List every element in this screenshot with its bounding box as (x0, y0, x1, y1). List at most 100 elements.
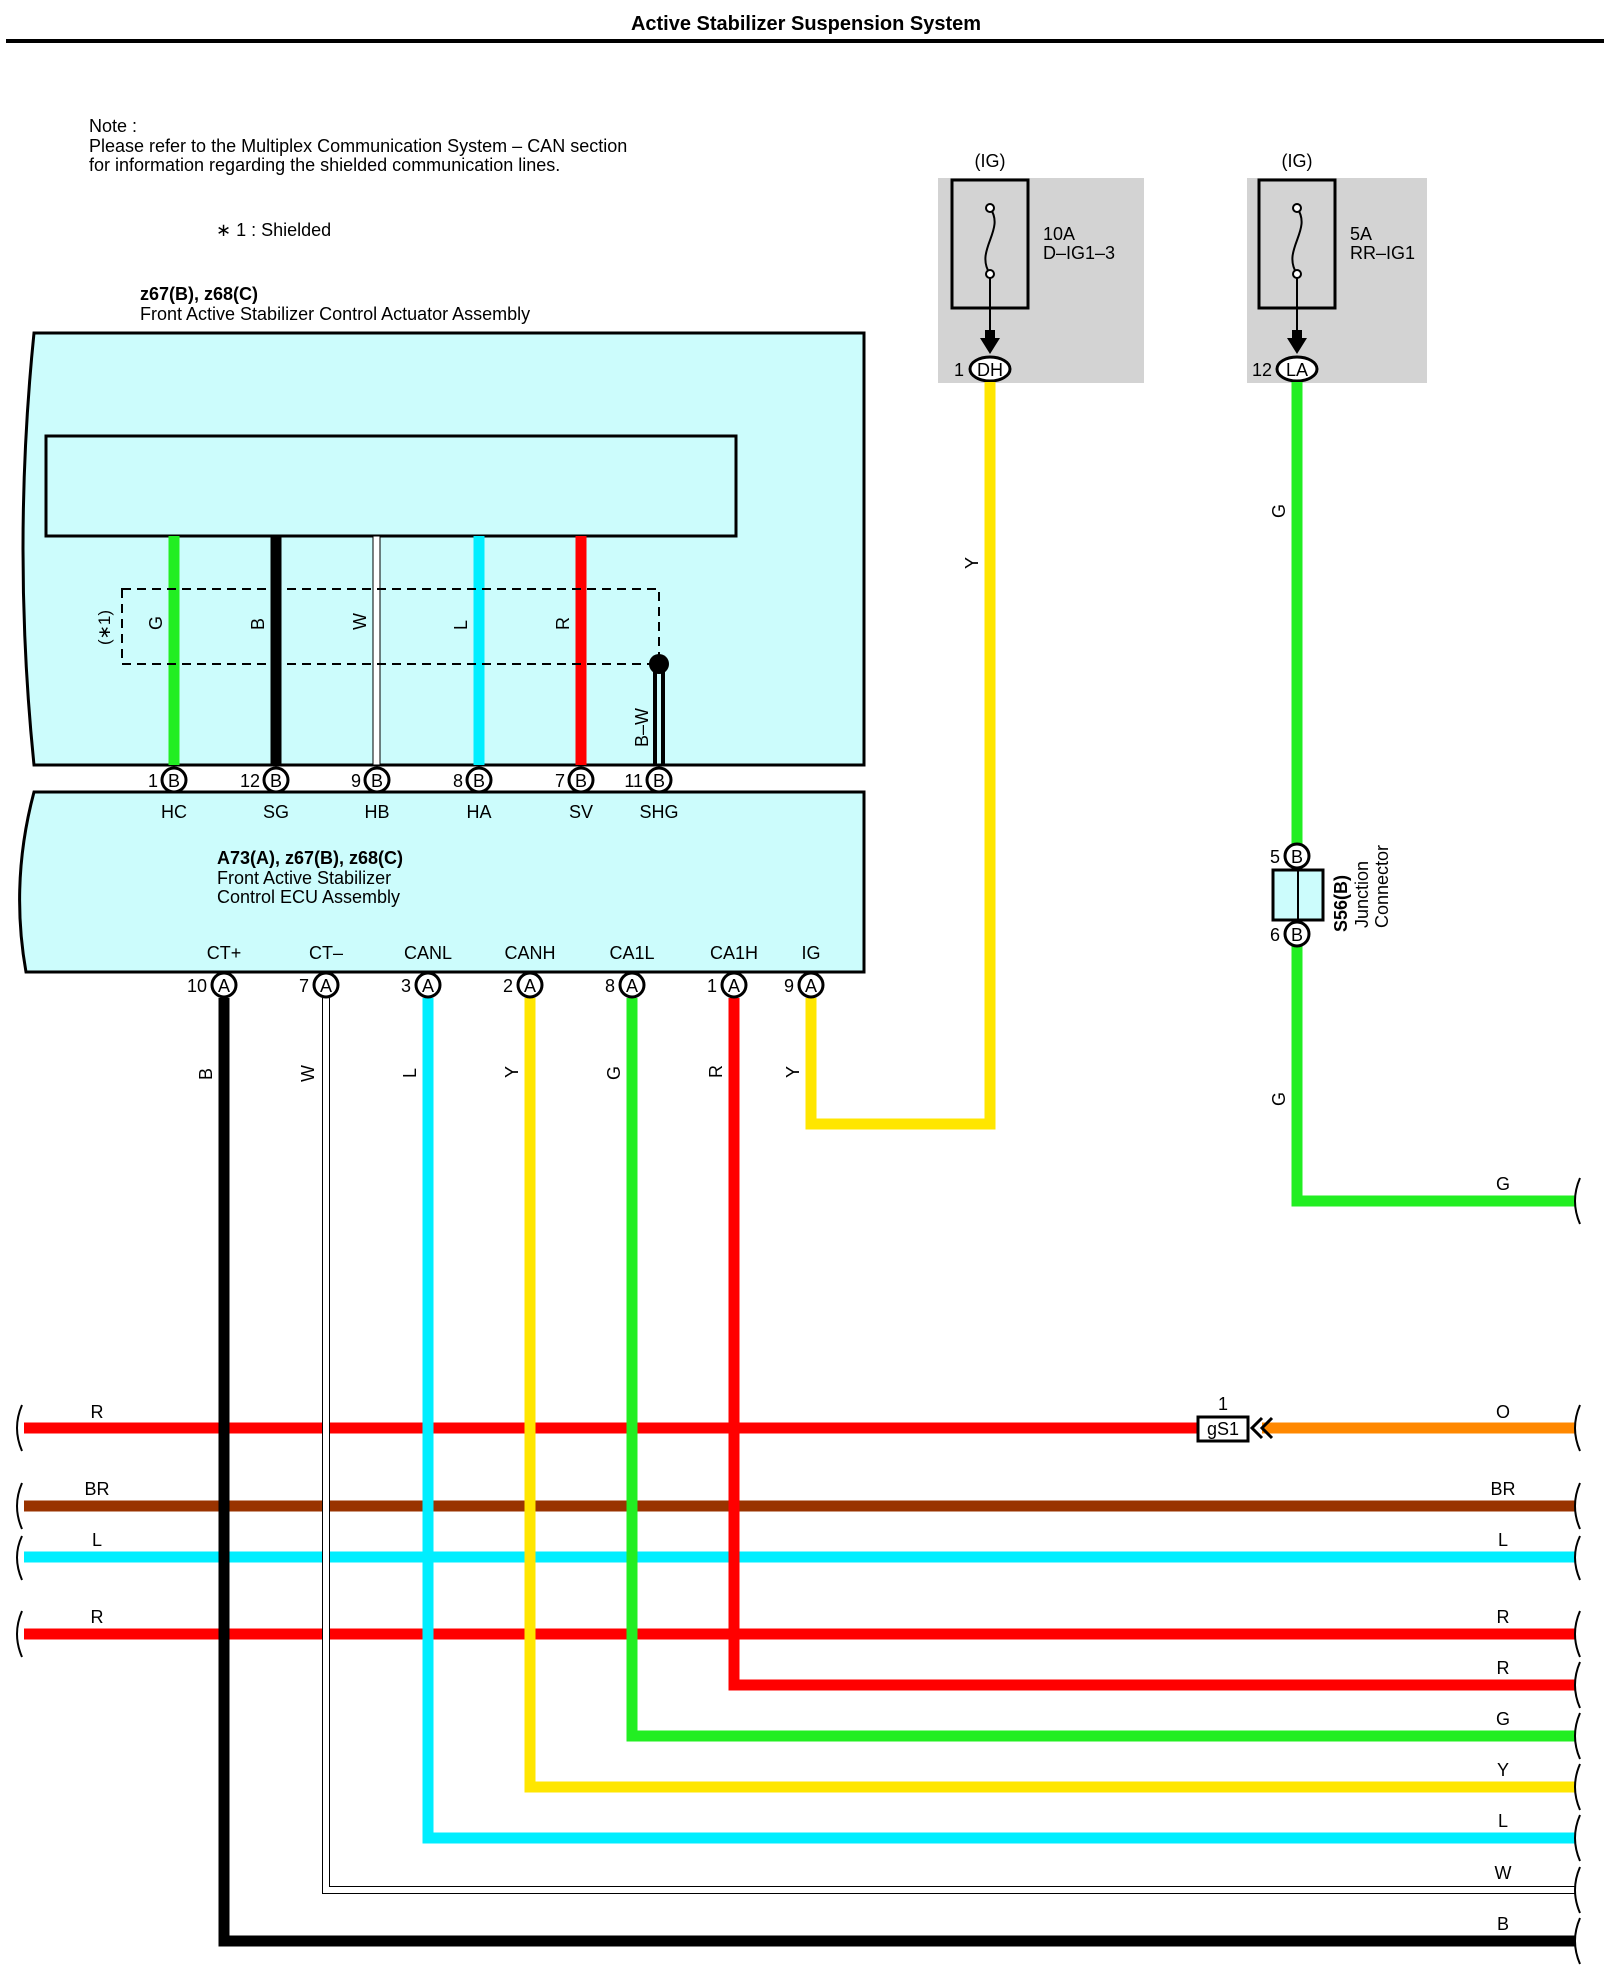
note-line-1: Please refer to the Multiplex Communicat… (89, 136, 627, 156)
ecu-connector-pins: A 10 A 7 A 3 A 2 A 8 A 1 A (187, 971, 825, 999)
wire-label-hc: G (146, 616, 166, 630)
ecu-signal-ig: IG (801, 943, 820, 963)
wire-ctm-w-outer (322, 998, 1576, 1894)
ecu-code: A73(A), z67(B), z68(C) (217, 848, 403, 868)
wire-label-sv: R (553, 617, 573, 630)
bus-lines: R O BR BR L L R R (16, 1402, 1581, 1658)
wire-label-shg: B–W (632, 708, 652, 747)
ecu-pin-ctp-number: 10 (187, 976, 207, 996)
junction-name-1: Junction (1352, 861, 1372, 928)
pin-hc-conn: B (168, 771, 180, 791)
ecu-pin-canh: A 2 (503, 971, 544, 999)
pin-hb-conn: B (371, 771, 383, 791)
bus-label-left-2: BR (84, 1479, 109, 1499)
wire-label-fuse1: Y (962, 557, 982, 569)
wire-ca1h-r (728, 998, 1576, 1691)
fuse-2-rating: 5A (1350, 224, 1372, 244)
pin-hc-number: 1 (148, 771, 158, 791)
ecu-wire-label-ctm: W (298, 1065, 318, 1082)
junction-pin-out: 6 (1270, 925, 1280, 945)
fuse-1-supply: (IG) (975, 151, 1006, 171)
fuse-1-name: D–IG1–3 (1043, 243, 1115, 263)
junction-code: S56(B) (1331, 875, 1351, 932)
ecu-wire-label-ig: Y (783, 1066, 803, 1078)
ecu-wire-label-ca1h: R (706, 1065, 726, 1078)
ecu-signal-canh: CANH (504, 943, 555, 963)
pin-shg: B 11 SHG (624, 766, 679, 822)
ecu-wire-label-canl: L (400, 1068, 420, 1078)
fuse-d-ig1-3: (IG) 10A D–IG1–3 DH 1 (938, 151, 1144, 383)
ecu-signal-canl: CANL (404, 943, 452, 963)
pin-shg-signal: SHG (639, 802, 678, 822)
fuse-1-connector (968, 355, 1012, 383)
ecu-signal-ca1h: CA1H (710, 943, 758, 963)
ecu-pin-ca1l: A 8 (605, 971, 646, 999)
ecu-pin-ctm-number: 7 (299, 976, 309, 996)
wire-hb-w (372, 535, 381, 766)
junction-pin-in: 5 (1270, 847, 1280, 867)
bus-label-right-1: O (1496, 1402, 1510, 1422)
output-label-w: W (1495, 1863, 1512, 1883)
ecu-pin-ctp-conn: A (218, 976, 230, 996)
ecu-pin-ca1l-number: 8 (605, 976, 615, 996)
wire-ca1l-g (626, 998, 1576, 1742)
ecu-pin-ca1l-conn: A (626, 976, 638, 996)
ecu-wire-label-ca1l: G (604, 1066, 624, 1080)
gs1-pin: 1 (1218, 1394, 1228, 1414)
actuator-box (21, 331, 866, 767)
ecu-pin-ig-conn: A (805, 976, 817, 996)
ecu-pin-ca1h-conn: A (728, 976, 740, 996)
bus-label-left-1: R (91, 1402, 104, 1422)
ecu-wire-label-canh: Y (502, 1066, 522, 1078)
pin-ha-number: 8 (453, 771, 463, 791)
ecu-signal-ctp: CT+ (207, 943, 242, 963)
pin-sg-signal: SG (263, 802, 289, 822)
fuse-2-name: RR–IG1 (1350, 243, 1415, 263)
wire-end-junction-g (1574, 1177, 1581, 1225)
bus-label-left-3: L (92, 1530, 102, 1550)
ecu-pin-ca1h: A 1 (707, 971, 748, 999)
fuse-1-rating: 10A (1043, 224, 1075, 244)
output-label-b: B (1497, 1914, 1509, 1934)
wire-ctp-b (218, 998, 1576, 1947)
output-wire-ends (1574, 1661, 1581, 1965)
output-label-r: R (1497, 1658, 1510, 1678)
fuse-2-element (1291, 207, 1303, 275)
junction-conn-out: B (1291, 925, 1303, 945)
ecu-pin-canl-number: 3 (401, 976, 411, 996)
shield-box (121, 588, 660, 665)
wire-canh-y (524, 998, 1576, 1793)
wire-ctm-w-inner (323, 998, 1576, 1893)
ecu-name-line-1: Front Active Stabilizer (217, 868, 391, 888)
actuator-inner-box (44, 434, 738, 538)
page-title: Active Stabilizer Suspension System (631, 13, 981, 35)
wire-label-junction-out: G (1269, 1092, 1289, 1106)
junction-connector: B 5 B 6 S56(B) Junction Connector (1270, 842, 1392, 948)
pin-hb: B 9 HB (351, 766, 391, 822)
bus-label-right-4: R (1497, 1607, 1510, 1627)
shield-legend: ∗ 1 : Shielded (216, 220, 331, 240)
pin-ha-conn: B (473, 771, 485, 791)
fuse-2-connector (1275, 355, 1319, 383)
wire-label-fuse2: G (1269, 504, 1289, 518)
wire-ig-y (805, 382, 996, 1130)
ecu-pin-ca1h-number: 1 (707, 976, 717, 996)
fuse-2-pin: 12 (1252, 360, 1272, 380)
wire-label-sg: B (248, 618, 268, 630)
ecu-signal-ca1l: CA1L (609, 943, 654, 963)
output-label-y: Y (1497, 1760, 1509, 1780)
ecu-pin-canl-conn: A (422, 976, 434, 996)
ecu-pin-ctp: A 10 (187, 971, 238, 999)
gs1-chevron-icon (1249, 1416, 1274, 1440)
pin-hb-number: 9 (351, 771, 361, 791)
fuse-1-arrow-icon (980, 330, 1000, 354)
shield-splice-dot (649, 654, 669, 674)
ecu-name-line-2: Control ECU Assembly (217, 887, 400, 907)
pin-shg-conn: B (653, 771, 665, 791)
bus-label-left-4: R (91, 1607, 104, 1627)
fuse-2-arrow-icon (1287, 330, 1307, 354)
fuse-1-pin: 1 (954, 360, 964, 380)
wire-label-hb: W (350, 613, 370, 630)
ecu-pin-ig-number: 9 (784, 976, 794, 996)
gs1-box (1196, 1415, 1250, 1443)
